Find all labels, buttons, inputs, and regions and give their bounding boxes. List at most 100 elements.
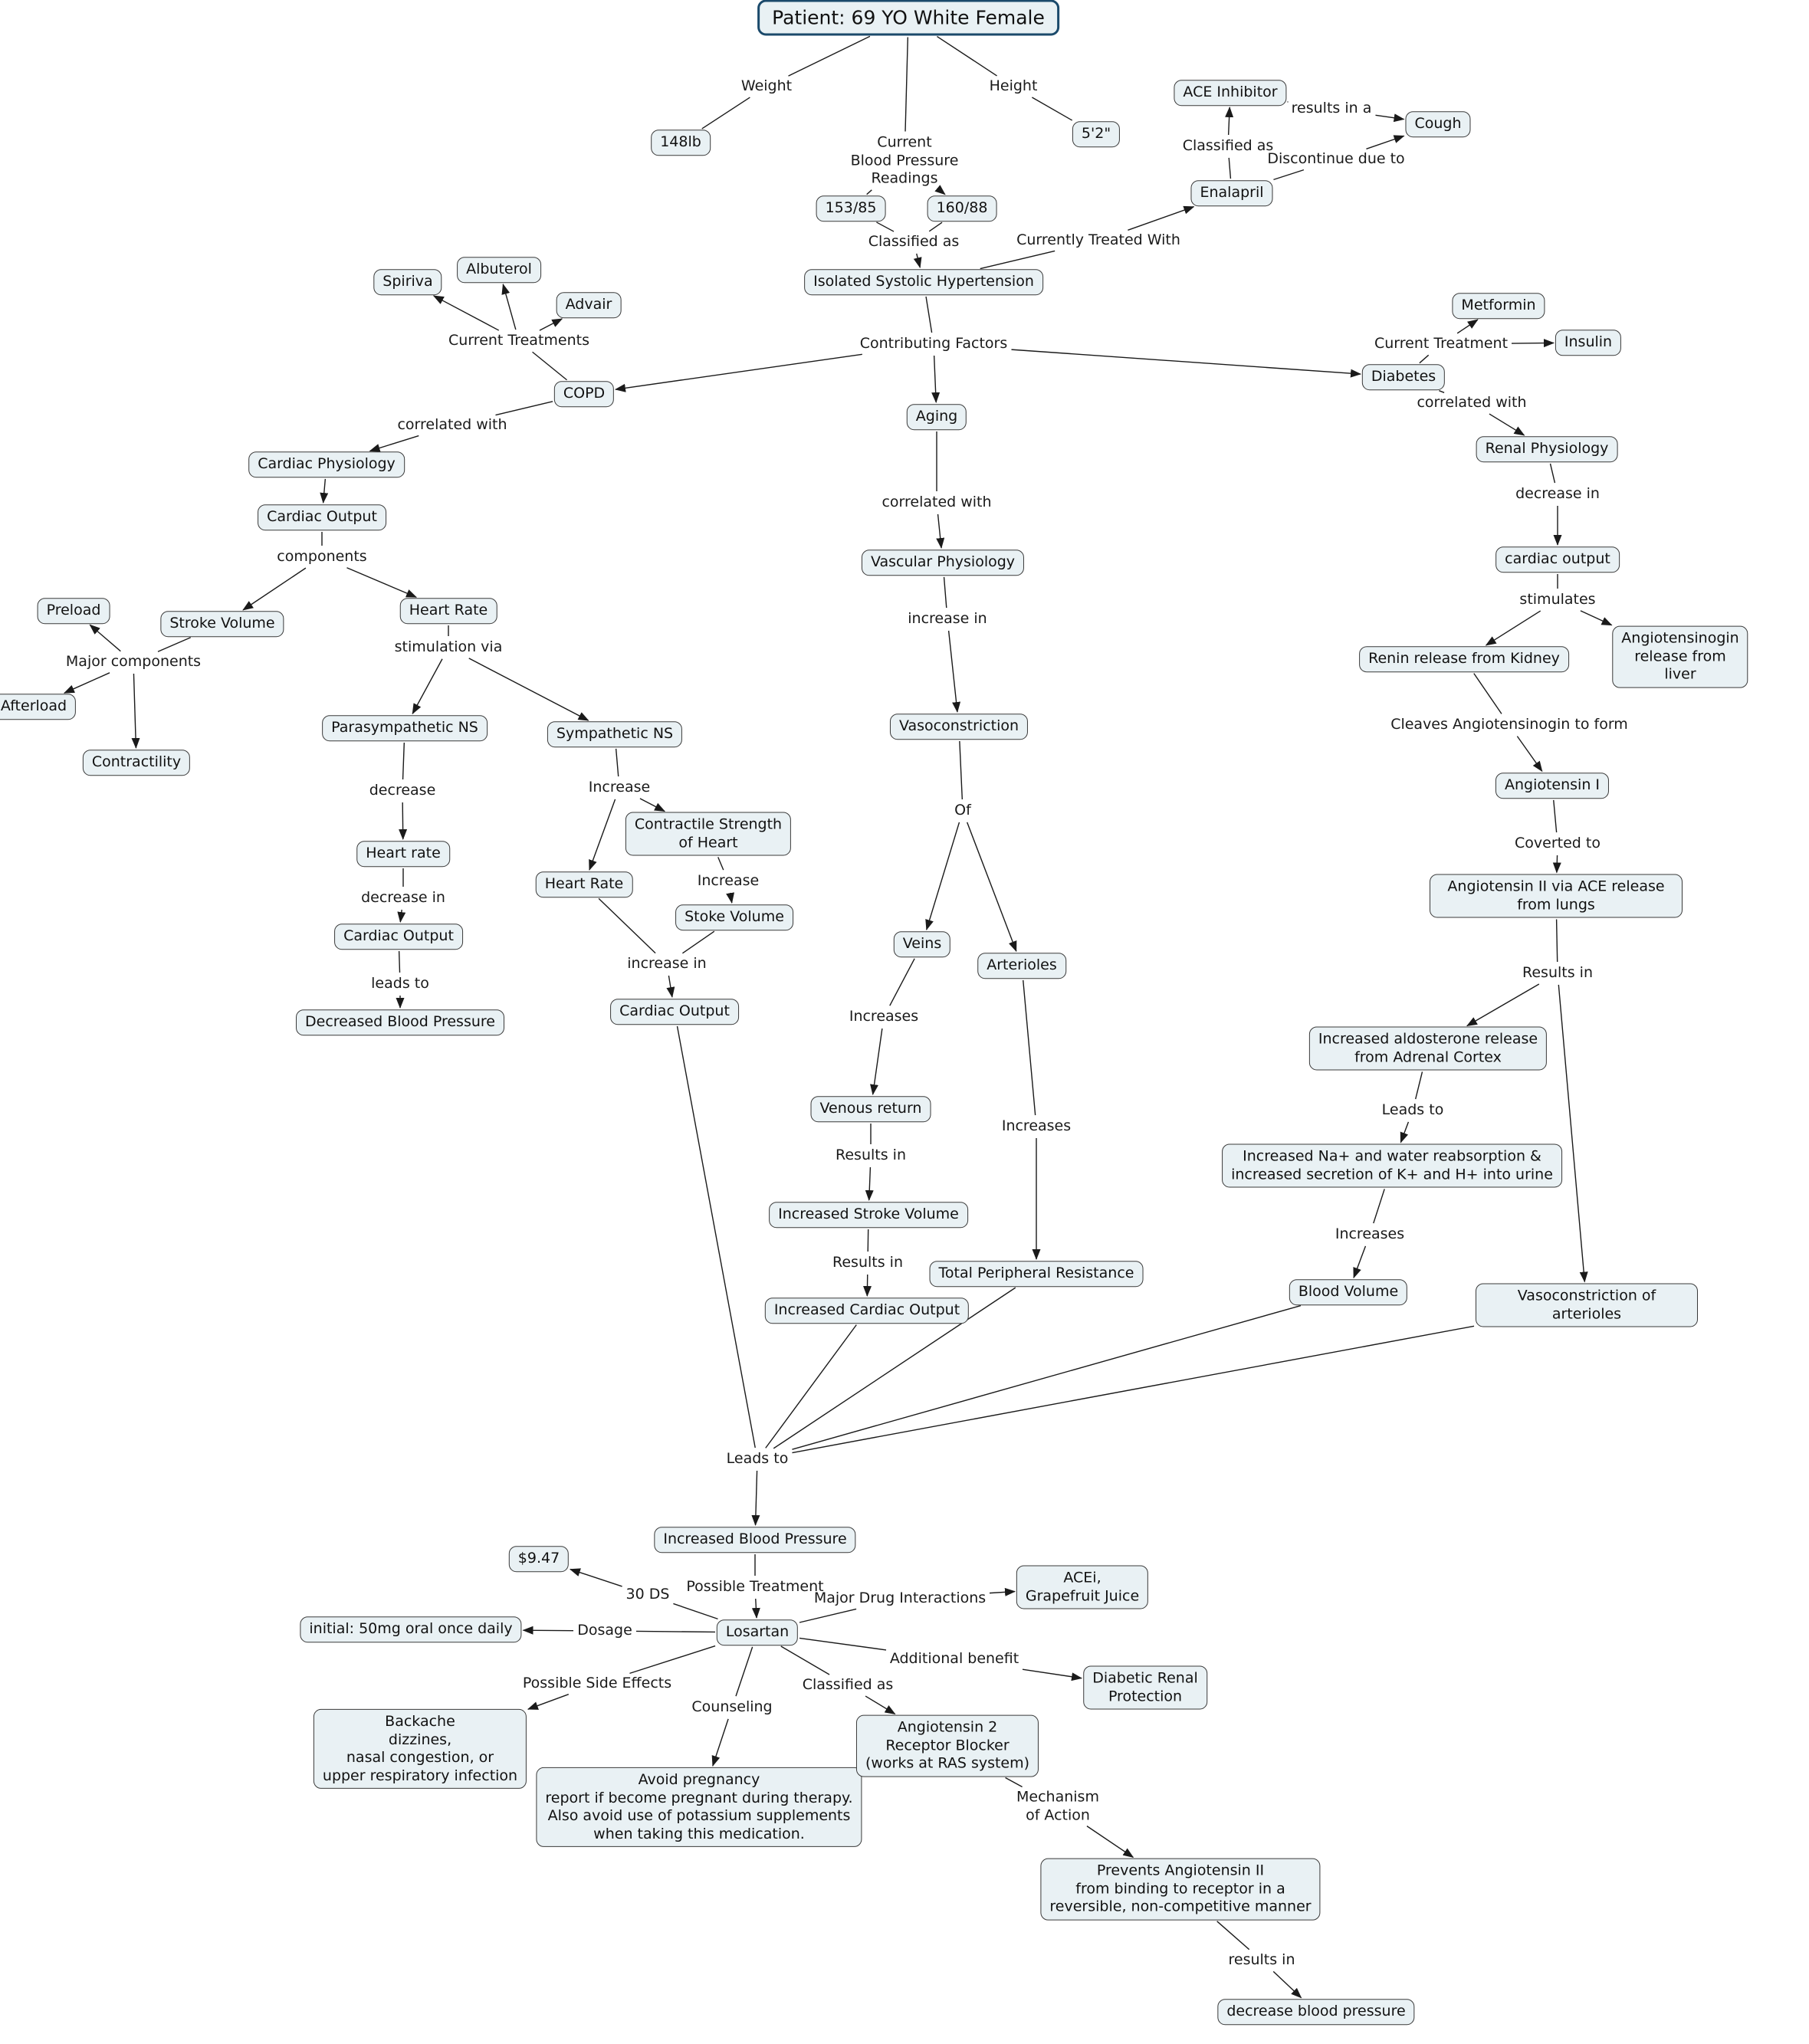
linking-phrase-heightL[interactable]: Height: [989, 77, 1038, 95]
concept-h52[interactable]: 5'2": [1072, 121, 1121, 147]
linking-phrase-resultsInA[interactable]: results in a: [1291, 100, 1372, 117]
concept-bp16088[interactable]: 160/88: [927, 195, 997, 221]
linking-phrase-increasesA[interactable]: Increases: [1001, 1117, 1072, 1135]
concept-cardiacOutput3[interactable]: Cardiac Output: [610, 999, 739, 1025]
linking-phrase-leadsToAldo[interactable]: Leads to: [1381, 1101, 1444, 1119]
concept-arterioles[interactable]: Arterioles: [977, 953, 1066, 979]
concept-parasympatheticNS[interactable]: Parasympathetic NS: [322, 715, 488, 741]
concept-aceiGrapefruit[interactable]: ACEi, Grapefruit Juice: [1016, 1565, 1149, 1609]
linking-phrase-increaseL1[interactable]: Increase: [588, 779, 651, 796]
linking-phrase-counselingL[interactable]: Counseling: [691, 1698, 773, 1716]
concept-patient[interactable]: Patient: 69 YO White Female: [757, 0, 1059, 36]
concept-reninRelease[interactable]: Renin release from Kidney: [1359, 646, 1569, 672]
linking-phrase-leadsToL1[interactable]: leads to: [371, 975, 429, 992]
concept-heartRate1[interactable]: Heart Rate: [399, 598, 497, 624]
linking-phrase-ofL[interactable]: Of: [954, 802, 971, 819]
linking-phrase-bpReadingsL[interactable]: Current Blood Pressure Readings: [850, 133, 959, 187]
linking-phrase-componentsL[interactable]: components: [277, 548, 367, 566]
concept-diabetes[interactable]: Diabetes: [1361, 364, 1446, 390]
concept-aceInhibitor[interactable]: ACE Inhibitor: [1174, 80, 1287, 106]
linking-phrase-weightL[interactable]: Weight: [740, 77, 793, 95]
concept-heartRate3[interactable]: Heart Rate: [535, 871, 633, 897]
concept-afterload[interactable]: Afterload: [0, 694, 77, 720]
concept-bp15385[interactable]: 153/85: [816, 195, 886, 221]
linking-phrase-currentTreatmentR[interactable]: Current Treatment: [1374, 335, 1509, 353]
concept-copd[interactable]: COPD: [553, 381, 615, 407]
linking-phrase-currentlyTreatedWith[interactable]: Currently Treated With: [1016, 231, 1180, 249]
linking-phrase-classifiedAsLos[interactable]: Classified as: [802, 1676, 894, 1694]
linking-phrase-classifiedAsEnal[interactable]: Classified as: [1182, 137, 1274, 155]
linking-phrase-mechanismOfAction[interactable]: Mechanism of Action: [1016, 1788, 1099, 1823]
concept-incBP[interactable]: Increased Blood Pressure: [654, 1527, 856, 1553]
concept-w148lb[interactable]: 148lb: [651, 130, 711, 156]
linking-phrase-currentTreatmentsL[interactable]: Current Treatments: [448, 332, 589, 349]
concept-avoidPregnancy[interactable]: Avoid pregnancy report if become pregnan…: [536, 1767, 862, 1848]
linking-phrase-correlatedWithC[interactable]: correlated with: [882, 494, 992, 511]
linking-phrase-contributingFactors[interactable]: Contributing Factors: [859, 335, 1008, 353]
linking-phrase-increaseL2[interactable]: Increase: [697, 872, 760, 890]
linking-phrase-stimulationViaL[interactable]: stimulation via: [394, 638, 503, 656]
concept-incCardiacOutput[interactable]: Increased Cardiac Output: [764, 1298, 970, 1324]
concept-totalPeriphRes[interactable]: Total Peripheral Resistance: [929, 1261, 1144, 1287]
linking-phrase-resultsInV2[interactable]: Results in: [832, 1254, 903, 1271]
concept-vasoconstriction[interactable]: Vasoconstriction: [889, 714, 1029, 740]
concept-enalapril[interactable]: Enalapril: [1190, 180, 1273, 206]
linking-phrase-decreaseInR[interactable]: decrease in: [1515, 485, 1600, 503]
concept-cardiacOutput4[interactable]: cardiac output: [1495, 546, 1620, 573]
linking-phrase-correlatedWithR[interactable]: correlated with: [1417, 394, 1527, 412]
concept-initialDose[interactable]: initial: 50mg oral once daily: [300, 1616, 522, 1642]
linking-phrase-majorDrugInt[interactable]: Major Drug Interactions: [813, 1590, 987, 1607]
linking-phrase-ds30L[interactable]: 30 DS: [625, 1586, 670, 1603]
concept-vasoArterioles[interactable]: Vasoconstriction of arterioles: [1476, 1283, 1698, 1327]
concept-vascularPhysiology[interactable]: Vascular Physiology: [861, 550, 1025, 576]
concept-strokeVolume1[interactable]: Stroke Volume: [160, 611, 284, 637]
concept-insulin[interactable]: Insulin: [1555, 330, 1622, 356]
linking-phrase-decreaseInL[interactable]: decrease in: [361, 889, 445, 907]
concept-sympatheticNS[interactable]: Sympathetic NS: [547, 721, 683, 747]
concept-preventsBox[interactable]: Prevents Angiotensin II from binding to …: [1040, 1858, 1321, 1921]
concept-ish[interactable]: Isolated Systolic Hypertension: [804, 269, 1043, 295]
linking-phrase-possibleTreatment[interactable]: Possible Treatment: [686, 1578, 824, 1596]
concept-angiotensinI[interactable]: Angiotensin I: [1495, 773, 1610, 799]
concept-preload[interactable]: Preload: [37, 598, 110, 624]
concept-decreaseBP[interactable]: decrease blood pressure: [1217, 1999, 1415, 2025]
concept-aging[interactable]: Aging: [906, 404, 967, 430]
concept-spiriva[interactable]: Spiriva: [373, 269, 442, 295]
linking-phrase-dosageL[interactable]: Dosage: [577, 1622, 632, 1639]
concept-bloodVolume[interactable]: Blood Volume: [1289, 1279, 1408, 1305]
linking-phrase-leadsToJunction[interactable]: Leads to: [726, 1450, 789, 1468]
linking-phrase-resultsInFinal[interactable]: results in: [1228, 1951, 1295, 1969]
concept-backacheBox[interactable]: Backache dizzines, nasal congestion, or …: [313, 1708, 527, 1790]
concept-advair[interactable]: Advair: [556, 292, 622, 318]
concept-cardiacPhysiology[interactable]: Cardiac Physiology: [248, 451, 405, 477]
concept-heartRate2[interactable]: Heart rate: [356, 841, 450, 867]
linking-phrase-possibleSideEffects[interactable]: Possible Side Effects: [522, 1675, 672, 1692]
concept-angiotensinogenLiver[interactable]: Angiotensinogin release from liver: [1612, 625, 1748, 688]
linking-phrase-correlatedWithL[interactable]: correlated with: [397, 416, 507, 434]
linking-phrase-increasesNa[interactable]: Increases: [1335, 1225, 1405, 1243]
concept-price947[interactable]: $9.47: [508, 1546, 570, 1572]
linking-phrase-increasesV[interactable]: Increases: [849, 1008, 919, 1025]
concept-venousReturn[interactable]: Venous return: [810, 1096, 931, 1122]
concept-renalPhysiology[interactable]: Renal Physiology: [1476, 436, 1618, 462]
concept-veins[interactable]: Veins: [893, 931, 951, 957]
concept-decreasedBP[interactable]: Decreased Blood Pressure: [296, 1009, 504, 1035]
linking-phrase-discontinueDueTo[interactable]: Discontinue due to: [1267, 150, 1405, 168]
concept-losartan[interactable]: Losartan: [716, 1619, 799, 1645]
concept-albuterol[interactable]: Albuterol: [457, 257, 541, 283]
linking-phrase-stimulatesL[interactable]: stimulates: [1519, 591, 1596, 609]
linking-phrase-majorComponentsL[interactable]: Major components: [65, 653, 202, 671]
linking-phrase-cleavesL[interactable]: Cleaves Angiotensinogin to form: [1390, 716, 1628, 733]
linking-phrase-classifiedAsBP[interactable]: Classified as: [868, 233, 960, 251]
concept-angiotensinII[interactable]: Angiotensin II via ACE release from lung…: [1430, 874, 1683, 918]
linking-phrase-decreaseL[interactable]: decrease: [369, 782, 436, 799]
concept-incNaWater[interactable]: Increased Na+ and water reabsorption & i…: [1222, 1143, 1562, 1188]
concept-contractileStrength[interactable]: Contractile Strength of Heart: [625, 812, 792, 856]
linking-phrase-resultsInAng[interactable]: Results in: [1522, 964, 1593, 982]
concept-incAldosterone[interactable]: Increased aldosterone release from Adren…: [1308, 1026, 1548, 1071]
concept-cardiacOutput2[interactable]: Cardiac Output: [334, 924, 463, 950]
linking-phrase-increaseInV[interactable]: increase in: [908, 610, 987, 628]
linking-phrase-resultsInV1[interactable]: Results in: [836, 1147, 906, 1164]
concept-metformin[interactable]: Metformin: [1452, 293, 1545, 319]
concept-arbBox[interactable]: Angiotensin 2 Receptor Blocker (works at…: [855, 1714, 1039, 1777]
